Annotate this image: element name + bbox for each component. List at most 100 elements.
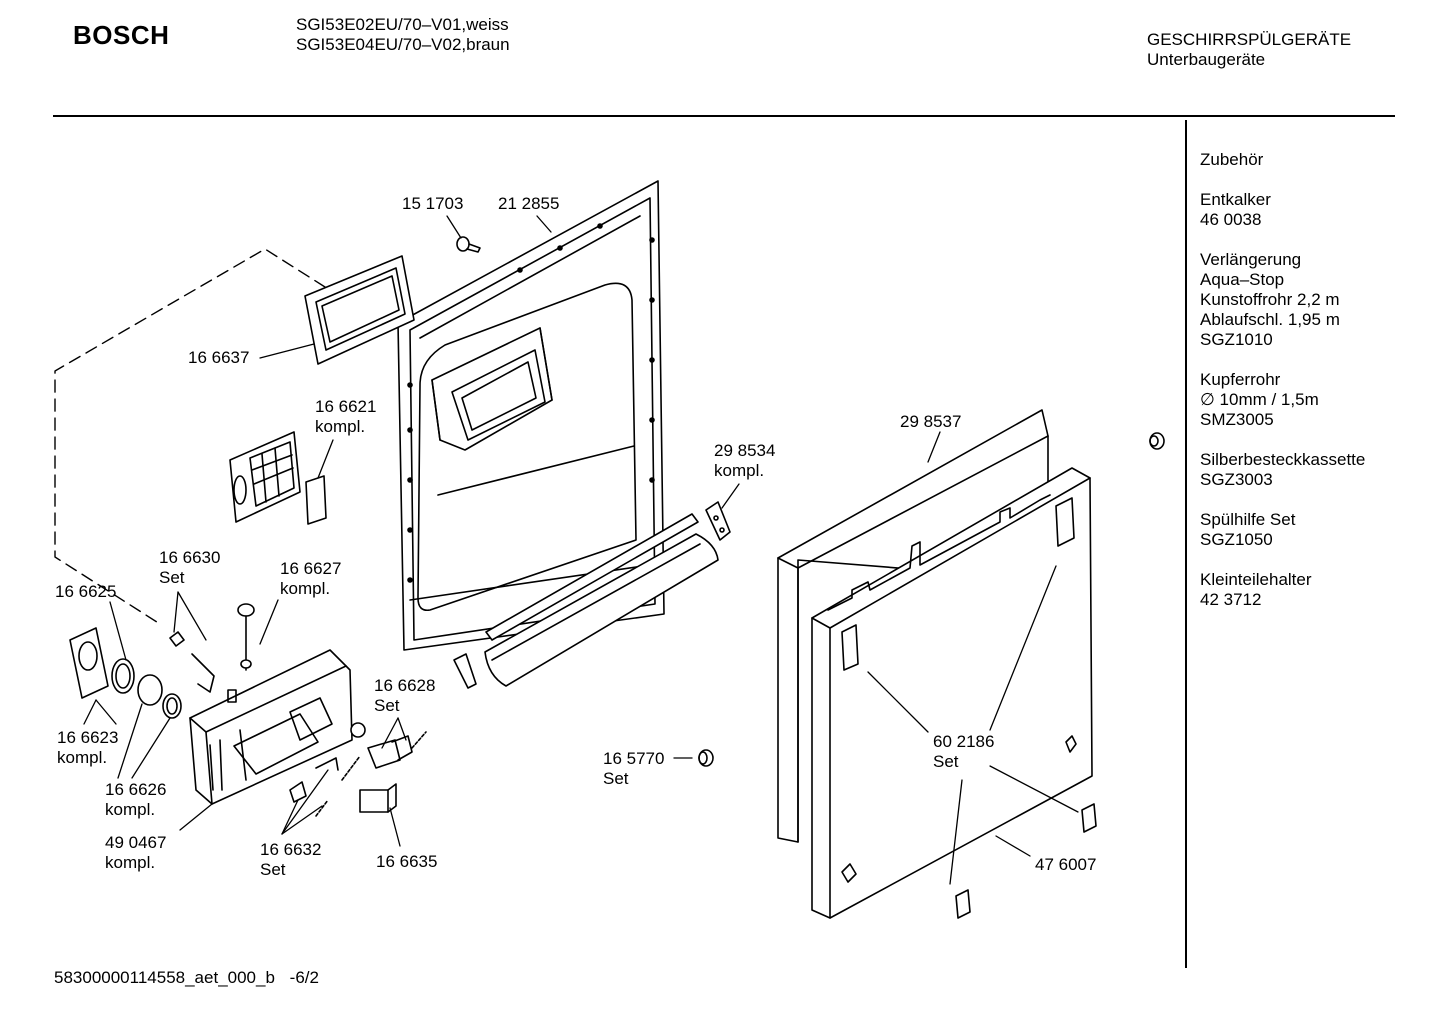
page-indicator: -6/2 [289,968,319,987]
cap-part [1149,432,1165,450]
footer: 58300000114558_aet_000_b -6/2 [54,968,319,988]
part-suffix: kompl. [280,579,331,598]
header-divider [53,115,1395,117]
part-label-166627: 16 6627 kompl. [280,559,341,599]
outer-door-part [811,467,1093,919]
vent-grille-part [229,431,327,525]
part-label-166625: 16 6625 [55,582,116,602]
mounting-bracket-parts [955,803,1097,919]
part-label-166632: 16 6632 Set [260,840,321,880]
accessory-detail: SGZ1010 [1200,330,1273,349]
part-suffix: Set [260,860,286,879]
part-label-298534: 29 8534 kompl. [714,441,775,481]
part-number: 16 6623 [57,728,119,747]
part-suffix: kompl. [315,417,366,436]
accessory-detail: ∅ 10mm / 1,5m [1200,390,1319,409]
part-number: 16 6630 [159,548,221,567]
accessory-title: Spülhilfe Set [1200,510,1296,529]
part-number: 47 6007 [1035,855,1097,874]
part-suffix: kompl. [105,853,156,872]
screw-part [456,236,481,253]
inner-door-panel [397,180,665,651]
accessory-detail: SMZ3005 [1200,410,1274,429]
part-number: 16 6635 [376,852,438,871]
part-suffix: kompl. [57,748,108,767]
document-id: 58300000114558_aet_000_b [54,968,275,987]
accessory-group: Zubehör [1200,150,1365,170]
accessory-title: Silberbesteckkassette [1200,450,1366,469]
part-suffix: kompl. [105,800,156,819]
part-number: 29 8534 [714,441,776,460]
accessory-detail: SGZ1050 [1200,530,1273,549]
sidebar-divider [1185,120,1187,968]
part-label-166630: 16 6630 Set [159,548,220,588]
accessory-detail: Aqua–Stop [1200,270,1285,289]
part-label-490467: 49 0467 kompl. [105,833,166,873]
accessory-title: Verlängerung [1200,250,1302,269]
seal-frame-part [304,255,415,365]
accessory-title: Entkalker [1200,190,1271,209]
part-label-165770: 16 5770 Set [603,749,664,789]
part-label-151703: 15 1703 [402,194,463,214]
part-number: 16 6632 [260,840,322,859]
part-label-166628: 16 6628 Set [374,676,435,716]
part-label-166621: 16 6621 kompl. [315,397,376,437]
part-suffix: Set [603,769,629,788]
part-label-476007: 47 6007 [1035,855,1096,875]
control-module-part [189,649,353,805]
accessory-detail: 42 3712 [1200,590,1262,609]
part-label-212855: 21 2855 [498,194,559,214]
part-suffix: Set [374,696,400,715]
part-suffix: Set [933,752,959,771]
part-number: 16 6626 [105,780,167,799]
hinge-part [705,501,731,541]
detergent-dispenser-opening [431,327,553,451]
part-label-166635: 16 6635 [376,852,437,872]
accessory-title: Kupferrohr [1200,370,1281,389]
part-number: 16 6628 [374,676,436,695]
part-number: 60 2186 [933,732,995,751]
switch-and-spring-parts [289,722,427,817]
model-line-2: SGI53E04EU/70–V02,braun [296,35,510,54]
accessory-detail: Kunstoffrohr 2,2 m [1200,290,1340,309]
part-number: 16 6637 [188,348,250,367]
part-label-166623: 16 6623 kompl. [57,728,118,768]
part-label-166637: 16 6637 [188,348,249,368]
bottom-rail-parts [453,513,719,689]
part-suffix: kompl. [714,461,765,480]
accessory-detail: 46 0038 [1200,210,1262,229]
model-line-1: SGI53E02EU/70–V01,weiss [296,15,509,34]
accessory-detail: SGZ3003 [1200,470,1273,489]
accessory-title: Zubehör [1200,150,1264,169]
model-numbers: SGI53E02EU/70–V01,weiss SGI53E04EU/70–V0… [296,15,510,55]
part-number: 21 2855 [498,194,560,213]
part-number: 29 8537 [900,412,962,431]
assembly-dashed-line [54,248,326,625]
part-number: 16 6627 [280,559,342,578]
accessory-detail: Ablaufschl. 1,95 m [1200,310,1340,329]
brand-logo: BOSCH [73,20,170,50]
accessory-title: Kleinteilehalter [1200,570,1312,589]
part-label-298537: 29 8537 [900,412,961,432]
door-latch-parts [69,603,255,719]
part-label-166626: 16 6626 kompl. [105,780,166,820]
category-line-1: GESCHIRRSPÜLGERÄTE [1147,30,1352,49]
leader-lines [83,215,1079,885]
plug-part [698,749,714,767]
part-number: 49 0467 [105,833,167,852]
category-line-2: Unterbaugeräte [1147,50,1266,69]
part-label-602186: 60 2186 Set [933,732,994,772]
part-number: 16 6621 [315,397,377,416]
appliance-category: GESCHIRRSPÜLGERÄTE Unterbaugeräte [1147,30,1351,70]
part-number: 16 6625 [55,582,117,601]
part-number: 15 1703 [402,194,464,213]
part-number: 16 5770 [603,749,665,768]
